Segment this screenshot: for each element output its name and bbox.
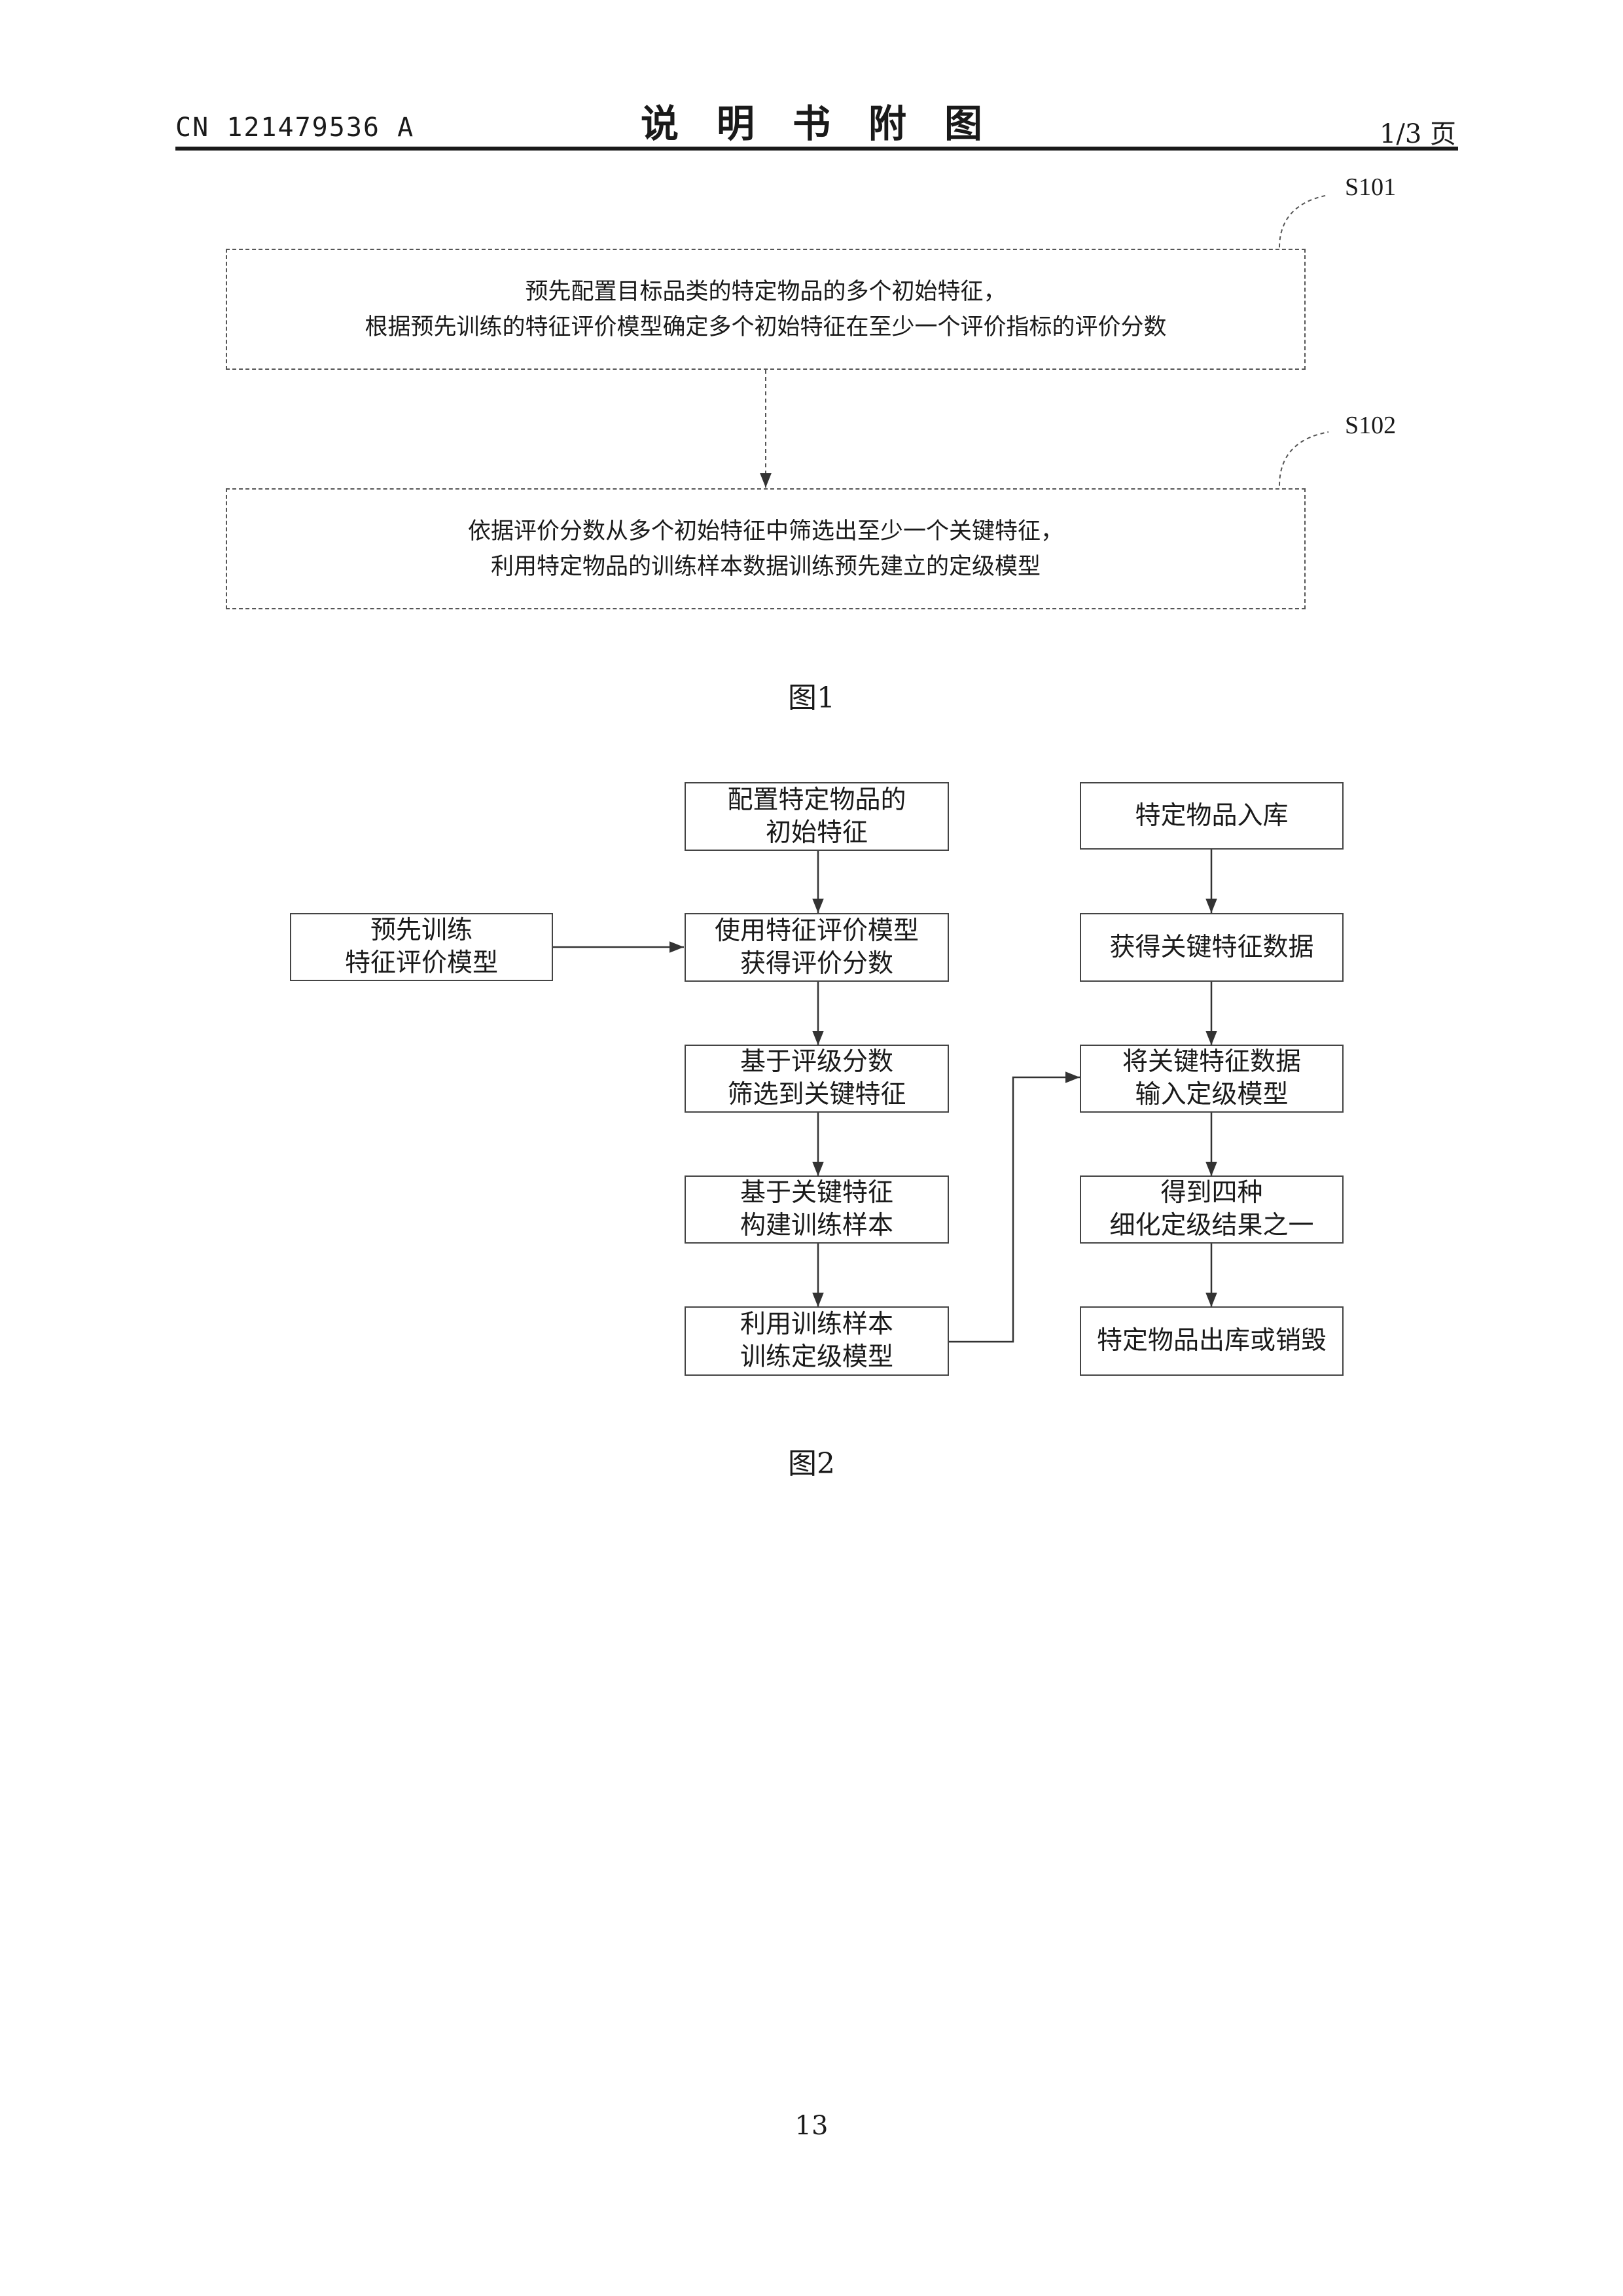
flow-box-input: 将关键特征数据 输入定级模型: [1080, 1045, 1344, 1113]
box-text-line: 得到四种: [1160, 1177, 1262, 1210]
flow-box-train: 利用训练样本 训练定级模型: [685, 1306, 949, 1376]
step-box-s102: 依据评价分数从多个初始特征中筛选出至少一个关键特征， 利用特定物品的训练样本数据…: [226, 488, 1306, 609]
step-text-line: 依据评价分数从多个初始特征中筛选出至少一个关键特征，: [468, 514, 1063, 549]
box-text-line: 基于评级分数: [740, 1046, 893, 1079]
figure1-caption: 图1: [0, 674, 1623, 716]
flow-box-pretrain: 预先训练 特征评价模型: [290, 913, 553, 981]
box-text-line: 特征评价模型: [345, 947, 498, 980]
flow-box-outbound: 特定物品出库或销毁: [1080, 1306, 1344, 1376]
figure2-caption: 图2: [0, 1440, 1623, 1482]
step-text-line: 利用特定物品的训练样本数据训练预先建立的定级模型: [491, 549, 1041, 584]
box-text-line: 基于关键特征: [740, 1177, 893, 1210]
s101-leader: [1279, 195, 1329, 247]
page-number: 13: [0, 2111, 1623, 2141]
box-text-line: 细化定级结果之一: [1109, 1210, 1313, 1242]
box-text-line: 获得评价分数: [740, 948, 893, 980]
box-text-line: 特定物品入库: [1135, 800, 1288, 833]
box-text-line: 筛选到关键特征: [727, 1079, 906, 1111]
flow-box-acquire: 获得关键特征数据: [1080, 913, 1344, 982]
box-text-line: 输入定级模型: [1135, 1079, 1288, 1111]
flow-box-inbound: 特定物品入库: [1080, 782, 1344, 850]
box-text-line: 配置特定物品的: [727, 784, 906, 817]
box-text-line: 使用特征评价模型: [715, 915, 919, 948]
flow-box-filter: 基于评级分数 筛选到关键特征: [685, 1045, 949, 1113]
step-label-s101: S101: [1345, 173, 1396, 202]
page-indicator: 1/3 页: [1380, 113, 1456, 151]
step-text-line: 预先配置目标品类的特定物品的多个初始特征，: [525, 274, 1006, 310]
box-text-line: 获得关键特征数据: [1109, 931, 1313, 964]
box-text-line: 训练定级模型: [740, 1341, 893, 1374]
flow-box-score: 使用特征评价模型 获得评价分数: [685, 913, 949, 982]
box-text-line: 特定物品出库或销毁: [1097, 1325, 1327, 1357]
flow-box-build: 基于关键特征 构建训练样本: [685, 1175, 949, 1244]
box-text-line: 构建训练样本: [740, 1210, 893, 1242]
box-text-line: 将关键特征数据: [1122, 1046, 1301, 1079]
flow-box-configure: 配置特定物品的 初始特征: [685, 782, 949, 851]
step-box-s101: 预先配置目标品类的特定物品的多个初始特征， 根据预先训练的特征评价模型确定多个初…: [226, 249, 1306, 370]
s102-leader: [1279, 432, 1329, 486]
step-text-line: 根据预先训练的特征评价模型确定多个初始特征在至少一个评价指标的评价分数: [365, 310, 1166, 345]
box-text-line: 初始特征: [766, 817, 868, 850]
step-label-s102: S102: [1345, 411, 1396, 440]
flow-box-result: 得到四种 细化定级结果之一: [1080, 1175, 1344, 1244]
box-text-line: 预先训练: [370, 914, 473, 947]
box-text-line: 利用训练样本: [740, 1308, 893, 1341]
header-rule: [175, 147, 1458, 151]
